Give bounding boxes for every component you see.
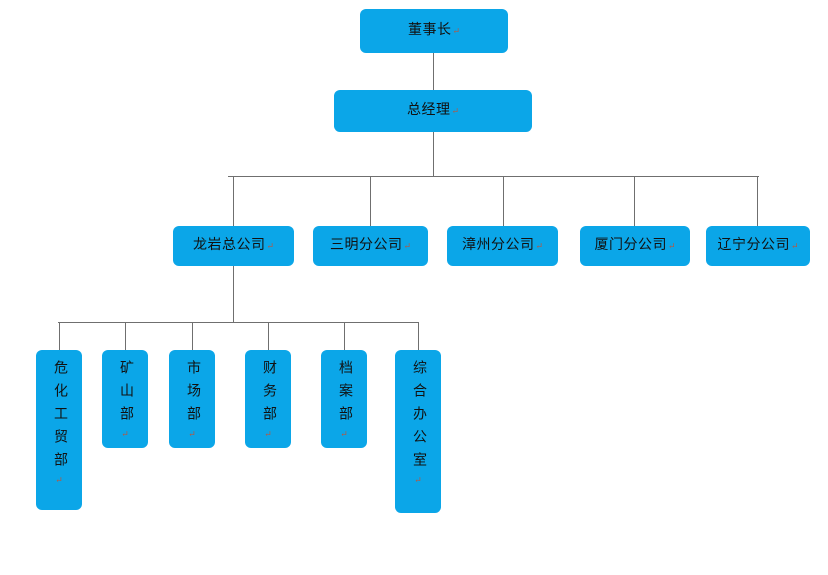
node-department-finance[interactable]: 财务部↵	[245, 350, 291, 448]
node-department-finance-label: 财务部	[261, 360, 276, 429]
pilcrow-icon: ↵	[414, 475, 422, 485]
pilcrow-icon: ↵	[790, 240, 799, 251]
node-department-hazardous-chemicals-trade[interactable]: 危化工贸部↵	[36, 350, 82, 510]
connector-drop-company-3	[503, 176, 504, 226]
connector-drop-department-2	[125, 322, 126, 350]
node-department-archives[interactable]: 档案部↵	[321, 350, 367, 448]
pilcrow-icon: ↵	[266, 240, 275, 251]
node-department-mining-label: 矿山部	[118, 360, 133, 429]
connector-drop-department-1	[59, 322, 60, 350]
pilcrow-icon: ↵	[452, 25, 461, 36]
connector-drop-department-5	[344, 322, 345, 350]
connector-chairman-to-gm	[433, 53, 434, 90]
pilcrow-icon: ↵	[188, 429, 196, 439]
node-company-longyan-label: 龙岩总公司	[192, 238, 266, 253]
pilcrow-icon: ↵	[403, 240, 412, 251]
node-department-mining[interactable]: 矿山部↵	[102, 350, 148, 448]
node-general-manager[interactable]: 总经理↵	[334, 90, 532, 132]
connector-longyan-stem	[233, 266, 234, 322]
node-company-sanming[interactable]: 三明分公司↵	[313, 226, 428, 266]
connector-bus-departments	[58, 322, 419, 323]
node-company-xiamen-label: 厦门分公司	[594, 238, 667, 253]
node-company-longyan[interactable]: 龙岩总公司↵	[173, 226, 294, 266]
node-department-hazardous-chemicals-trade-label: 危化工贸部	[52, 360, 67, 475]
pilcrow-icon: ↵	[55, 475, 63, 485]
node-company-xiamen[interactable]: 厦门分公司↵	[580, 226, 690, 266]
node-chairman[interactable]: 董事长↵	[360, 9, 508, 53]
node-company-sanming-label: 三明分公司	[329, 238, 403, 253]
node-company-liaoning-label: 辽宁分公司	[717, 238, 790, 253]
node-general-manager-label: 总经理	[406, 103, 451, 118]
connector-drop-department-4	[268, 322, 269, 350]
node-chairman-label: 董事长	[407, 23, 452, 38]
pilcrow-icon: ↵	[451, 105, 460, 116]
node-department-archives-label: 档案部	[337, 360, 352, 429]
pilcrow-icon: ↵	[340, 429, 348, 439]
pilcrow-icon: ↵	[535, 240, 544, 251]
connector-bus-companies	[228, 176, 759, 177]
node-company-zhangzhou-label: 漳州分公司	[461, 238, 535, 253]
connector-drop-company-5	[757, 176, 758, 226]
connector-drop-company-1	[233, 176, 234, 226]
node-department-general-office[interactable]: 综合办公室↵	[395, 350, 441, 513]
pilcrow-icon: ↵	[121, 429, 129, 439]
node-company-zhangzhou[interactable]: 漳州分公司↵	[447, 226, 558, 266]
pilcrow-icon: ↵	[264, 429, 272, 439]
pilcrow-icon: ↵	[667, 240, 676, 251]
connector-drop-department-6	[418, 322, 419, 350]
node-department-marketing[interactable]: 市场部↵	[169, 350, 215, 448]
connector-drop-company-2	[370, 176, 371, 226]
node-company-liaoning[interactable]: 辽宁分公司↵	[706, 226, 810, 266]
connector-drop-company-4	[634, 176, 635, 226]
connector-drop-department-3	[192, 322, 193, 350]
node-department-general-office-label: 综合办公室	[411, 360, 426, 475]
connector-gm-stem	[433, 132, 434, 176]
node-department-marketing-label: 市场部	[185, 360, 200, 429]
